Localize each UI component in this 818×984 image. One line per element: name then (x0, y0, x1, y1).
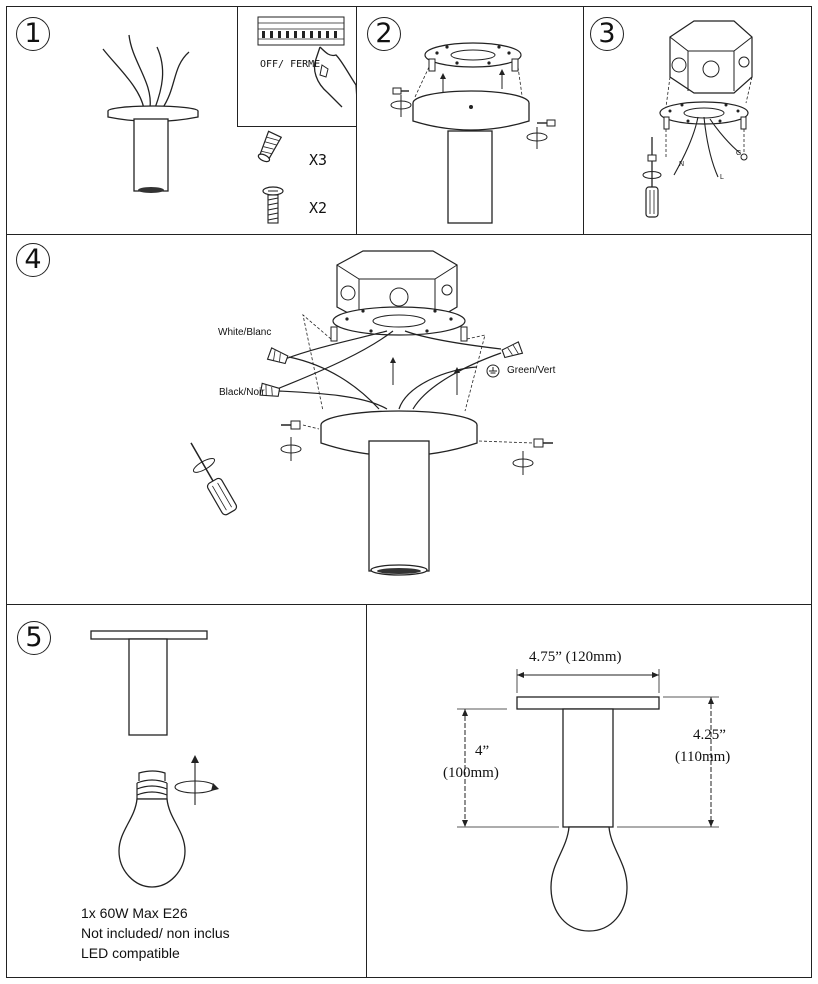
total-height-mm-label: (110mm) (675, 749, 731, 765)
breaker-inset: OFF/ FERME (237, 7, 359, 127)
screw-quantity: X2 (309, 199, 328, 217)
breaker-panel-icon (257, 16, 359, 116)
bulb-spec-line-1: 1x 60W Max E26 (81, 905, 188, 921)
panel-step-3: 3 N L G (583, 6, 812, 236)
bulb-spec-line-2: Not included/ non inclus (81, 925, 230, 941)
panel-step-2: 2 (356, 6, 585, 236)
step-number-3: 3 (590, 17, 624, 51)
step-number-4: 4 (16, 243, 50, 277)
step-number-2: 2 (367, 17, 401, 51)
step1-fixture-illustration (102, 34, 199, 193)
black-wire-label: Black/Noir (219, 387, 265, 398)
step5-bulb-install-illustration (90, 630, 219, 888)
step4-wiring-illustration (190, 250, 553, 576)
switch-off-label: OFF/ FERME (260, 59, 321, 70)
step3-junction-box-illustration (642, 20, 753, 218)
step2-bracket-removal-illustration (390, 42, 556, 224)
panel-step-4: 4 (6, 234, 812, 606)
panel-step-5: 5 1x 60W Max E26 Not included/ non inclu… (6, 604, 368, 978)
panel-step-1: 1 (6, 6, 359, 236)
hardware-icons (257, 130, 284, 224)
wire-n-label: N (679, 161, 685, 168)
width-dimension-label: 4.75” (120mm) (529, 649, 622, 665)
wire-nut-quantity: X3 (309, 151, 328, 169)
bulb-spec-line-3: LED compatible (81, 945, 180, 961)
dimension-drawing (457, 669, 719, 932)
step-number-5: 5 (17, 621, 51, 655)
step-number-1: 1 (16, 17, 50, 51)
green-wire-label: Green/Vert (507, 365, 556, 376)
white-wire-label: White/Blanc (218, 327, 272, 338)
total-height-label: 4.25” (693, 727, 726, 743)
body-height-mm-label: (100mm) (443, 765, 499, 781)
body-height-label: 4” (475, 743, 490, 759)
panel-dimensions: 4.75” (120mm) 4” (100mm) 4.25” (110mm) (366, 604, 812, 978)
ground-label: G (736, 150, 742, 157)
wire-l-label: L (720, 174, 724, 181)
